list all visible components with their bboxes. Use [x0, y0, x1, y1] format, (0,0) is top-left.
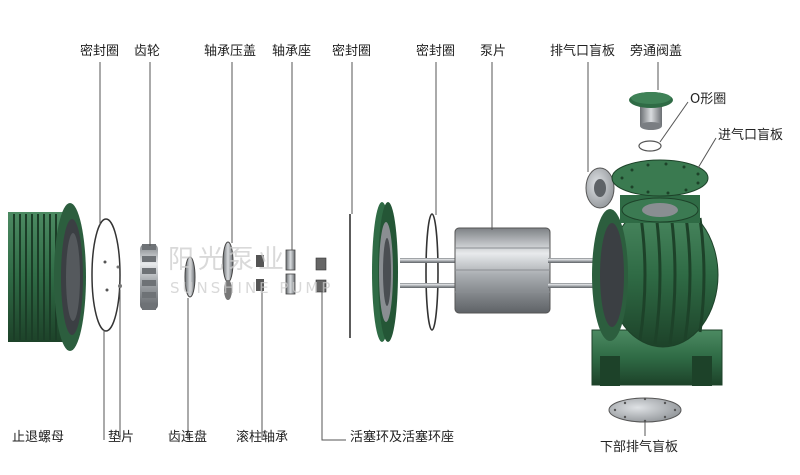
gasket-part [118, 284, 122, 288]
roller-bearing-part [315, 257, 327, 293]
watermark-en: SUNSHINE PUMP [170, 279, 333, 297]
label-seal-ring-1: 密封圈 [80, 44, 120, 59]
leader-lines [99, 62, 717, 441]
label-piston-ring: 活塞环及活塞环座 [350, 430, 455, 445]
rotor-part [400, 227, 598, 314]
stop-nut-part [8, 203, 86, 351]
label-roller-bearing: 滚柱轴承 [236, 430, 289, 445]
bottom-exhaust-plate-part [608, 397, 682, 423]
bearing-seat-part [256, 249, 296, 295]
gear-part [140, 244, 158, 310]
label-o-ring: O形圈 [690, 92, 727, 107]
label-stop-nut: 止退螺母 [12, 430, 65, 445]
pump-housing-part [591, 195, 723, 386]
o-ring-part [638, 140, 662, 152]
label-gear: 齿轮 [134, 44, 161, 59]
label-bottom-exhaust-plate: 下部排气盲板 [600, 440, 679, 455]
label-bearing-cover: 轴承压盖 [204, 44, 257, 59]
label-bearing-seat: 轴承座 [272, 44, 312, 59]
intake-blind-plate-part [611, 159, 709, 197]
end-plate-part [372, 202, 398, 342]
bearing-cover-part [222, 241, 234, 300]
bypass-valve-cover-part [629, 92, 673, 130]
exhaust-blind-plate-part [585, 167, 615, 209]
label-gear-disc: 齿连盘 [168, 430, 208, 445]
watermark-cn: 阳光泵业 [168, 245, 288, 275]
label-pump-vane: 泵片 [480, 44, 507, 59]
label-intake-blind-plate: 进气口盲板 [718, 128, 784, 143]
label-seal-ring-2: 密封圈 [332, 44, 372, 59]
label-exhaust-blind-plate: 排气口盲板 [550, 44, 616, 59]
seal-ring-1-part [91, 218, 121, 332]
seal-ring-3-part [425, 213, 439, 331]
label-bypass-valve-cover: 旁通阀盖 [630, 44, 683, 59]
label-seal-ring-3: 密封圈 [416, 44, 456, 59]
gear-disc-part [184, 256, 196, 298]
label-gasket: 垫片 [108, 430, 135, 445]
